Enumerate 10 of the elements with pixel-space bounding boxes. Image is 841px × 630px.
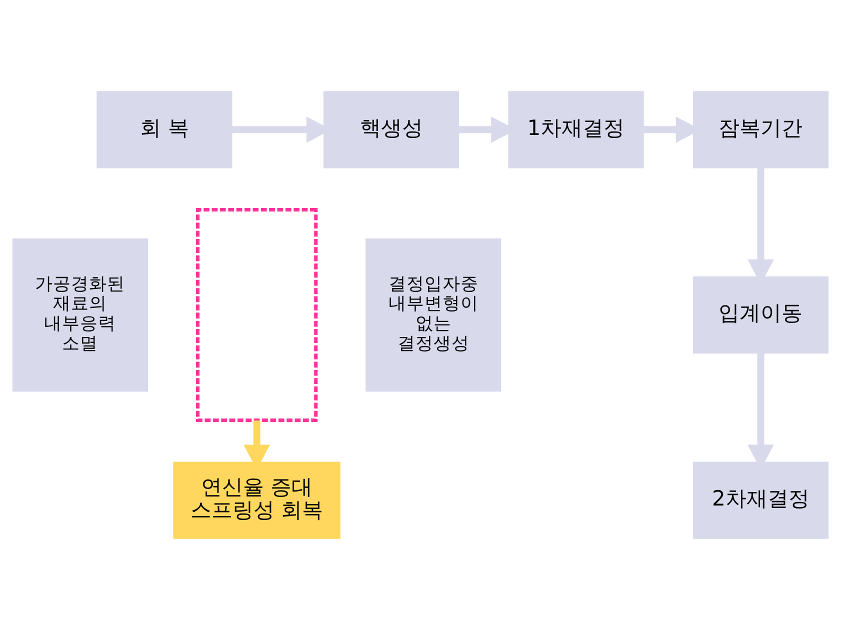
node-box: 1차재결정: [508, 91, 644, 168]
node-box: 가공경화된 재료의 내부응력 소멸: [12, 238, 148, 392]
node-box: 입계이동: [692, 276, 829, 354]
node-box: 2차재결정: [692, 462, 829, 539]
node-box: 연신율 증대 스프링성 회복: [173, 462, 340, 539]
node-box: [196, 208, 318, 422]
node-box: 잠복기간: [692, 91, 829, 168]
node-box: 핵생성: [323, 91, 460, 168]
node-box: 회 복: [96, 91, 232, 168]
node-box: 결정입자중 내부변형이 없는 결정생성: [366, 238, 502, 392]
